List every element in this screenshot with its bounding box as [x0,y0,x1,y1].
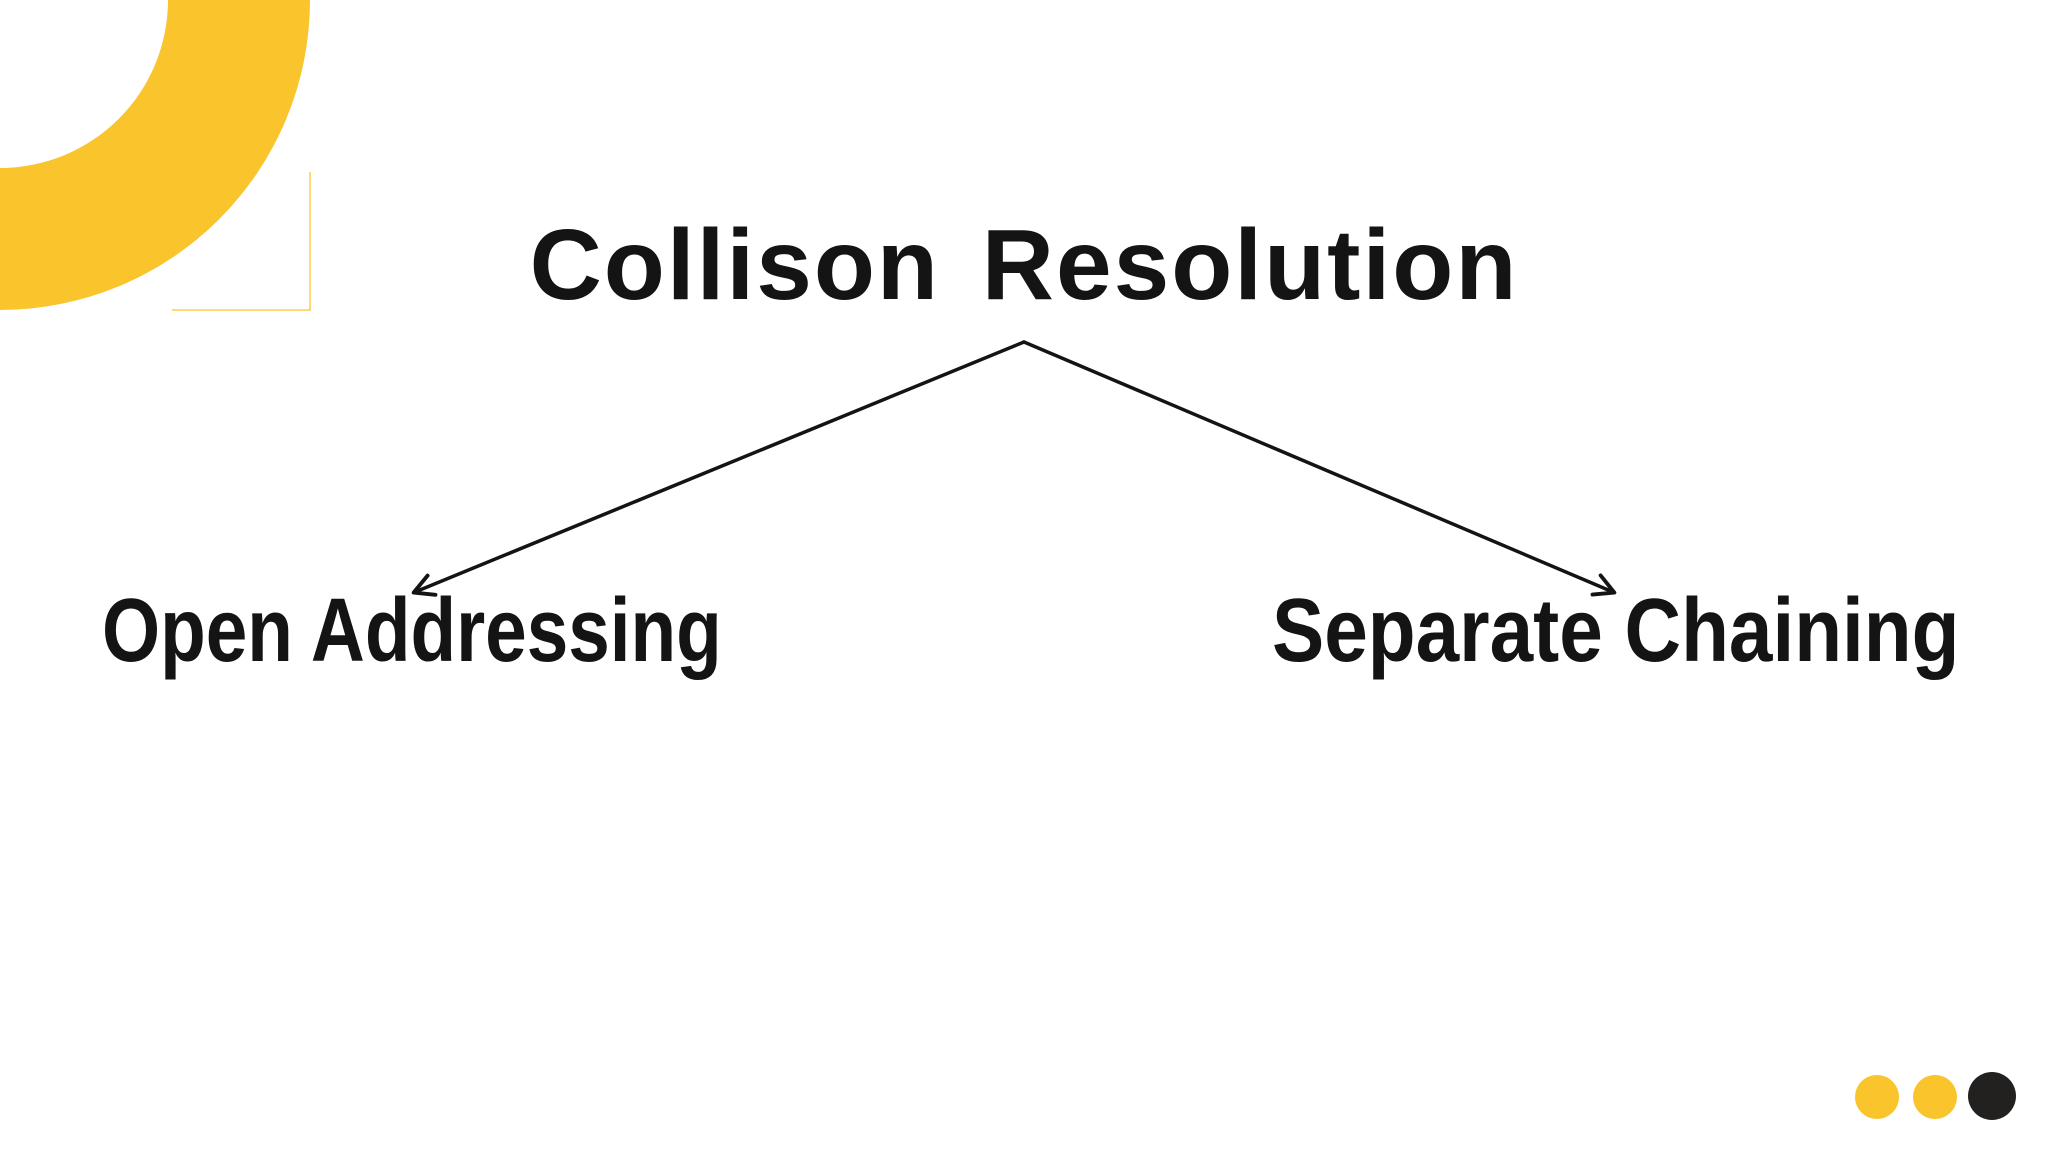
node-open-addressing: Open Addressing [102,581,722,681]
corner-decoration [0,0,311,311]
arrow-to-separate-chaining [1022,340,1617,597]
node-separate-chaining: Separate Chaining [1272,581,1960,681]
slide-title: Collison Resolution [529,209,1519,321]
pagination-dot-yellow-2 [1913,1075,1957,1119]
pagination-dot-yellow-1 [1855,1075,1899,1119]
pagination-dot-dark [1968,1072,2016,1120]
quarter-ring-icon [0,0,310,310]
pagination-dots [1855,1072,2025,1124]
corner-bracket-icon [172,172,311,311]
arrow-to-open-addressing [411,340,1026,597]
